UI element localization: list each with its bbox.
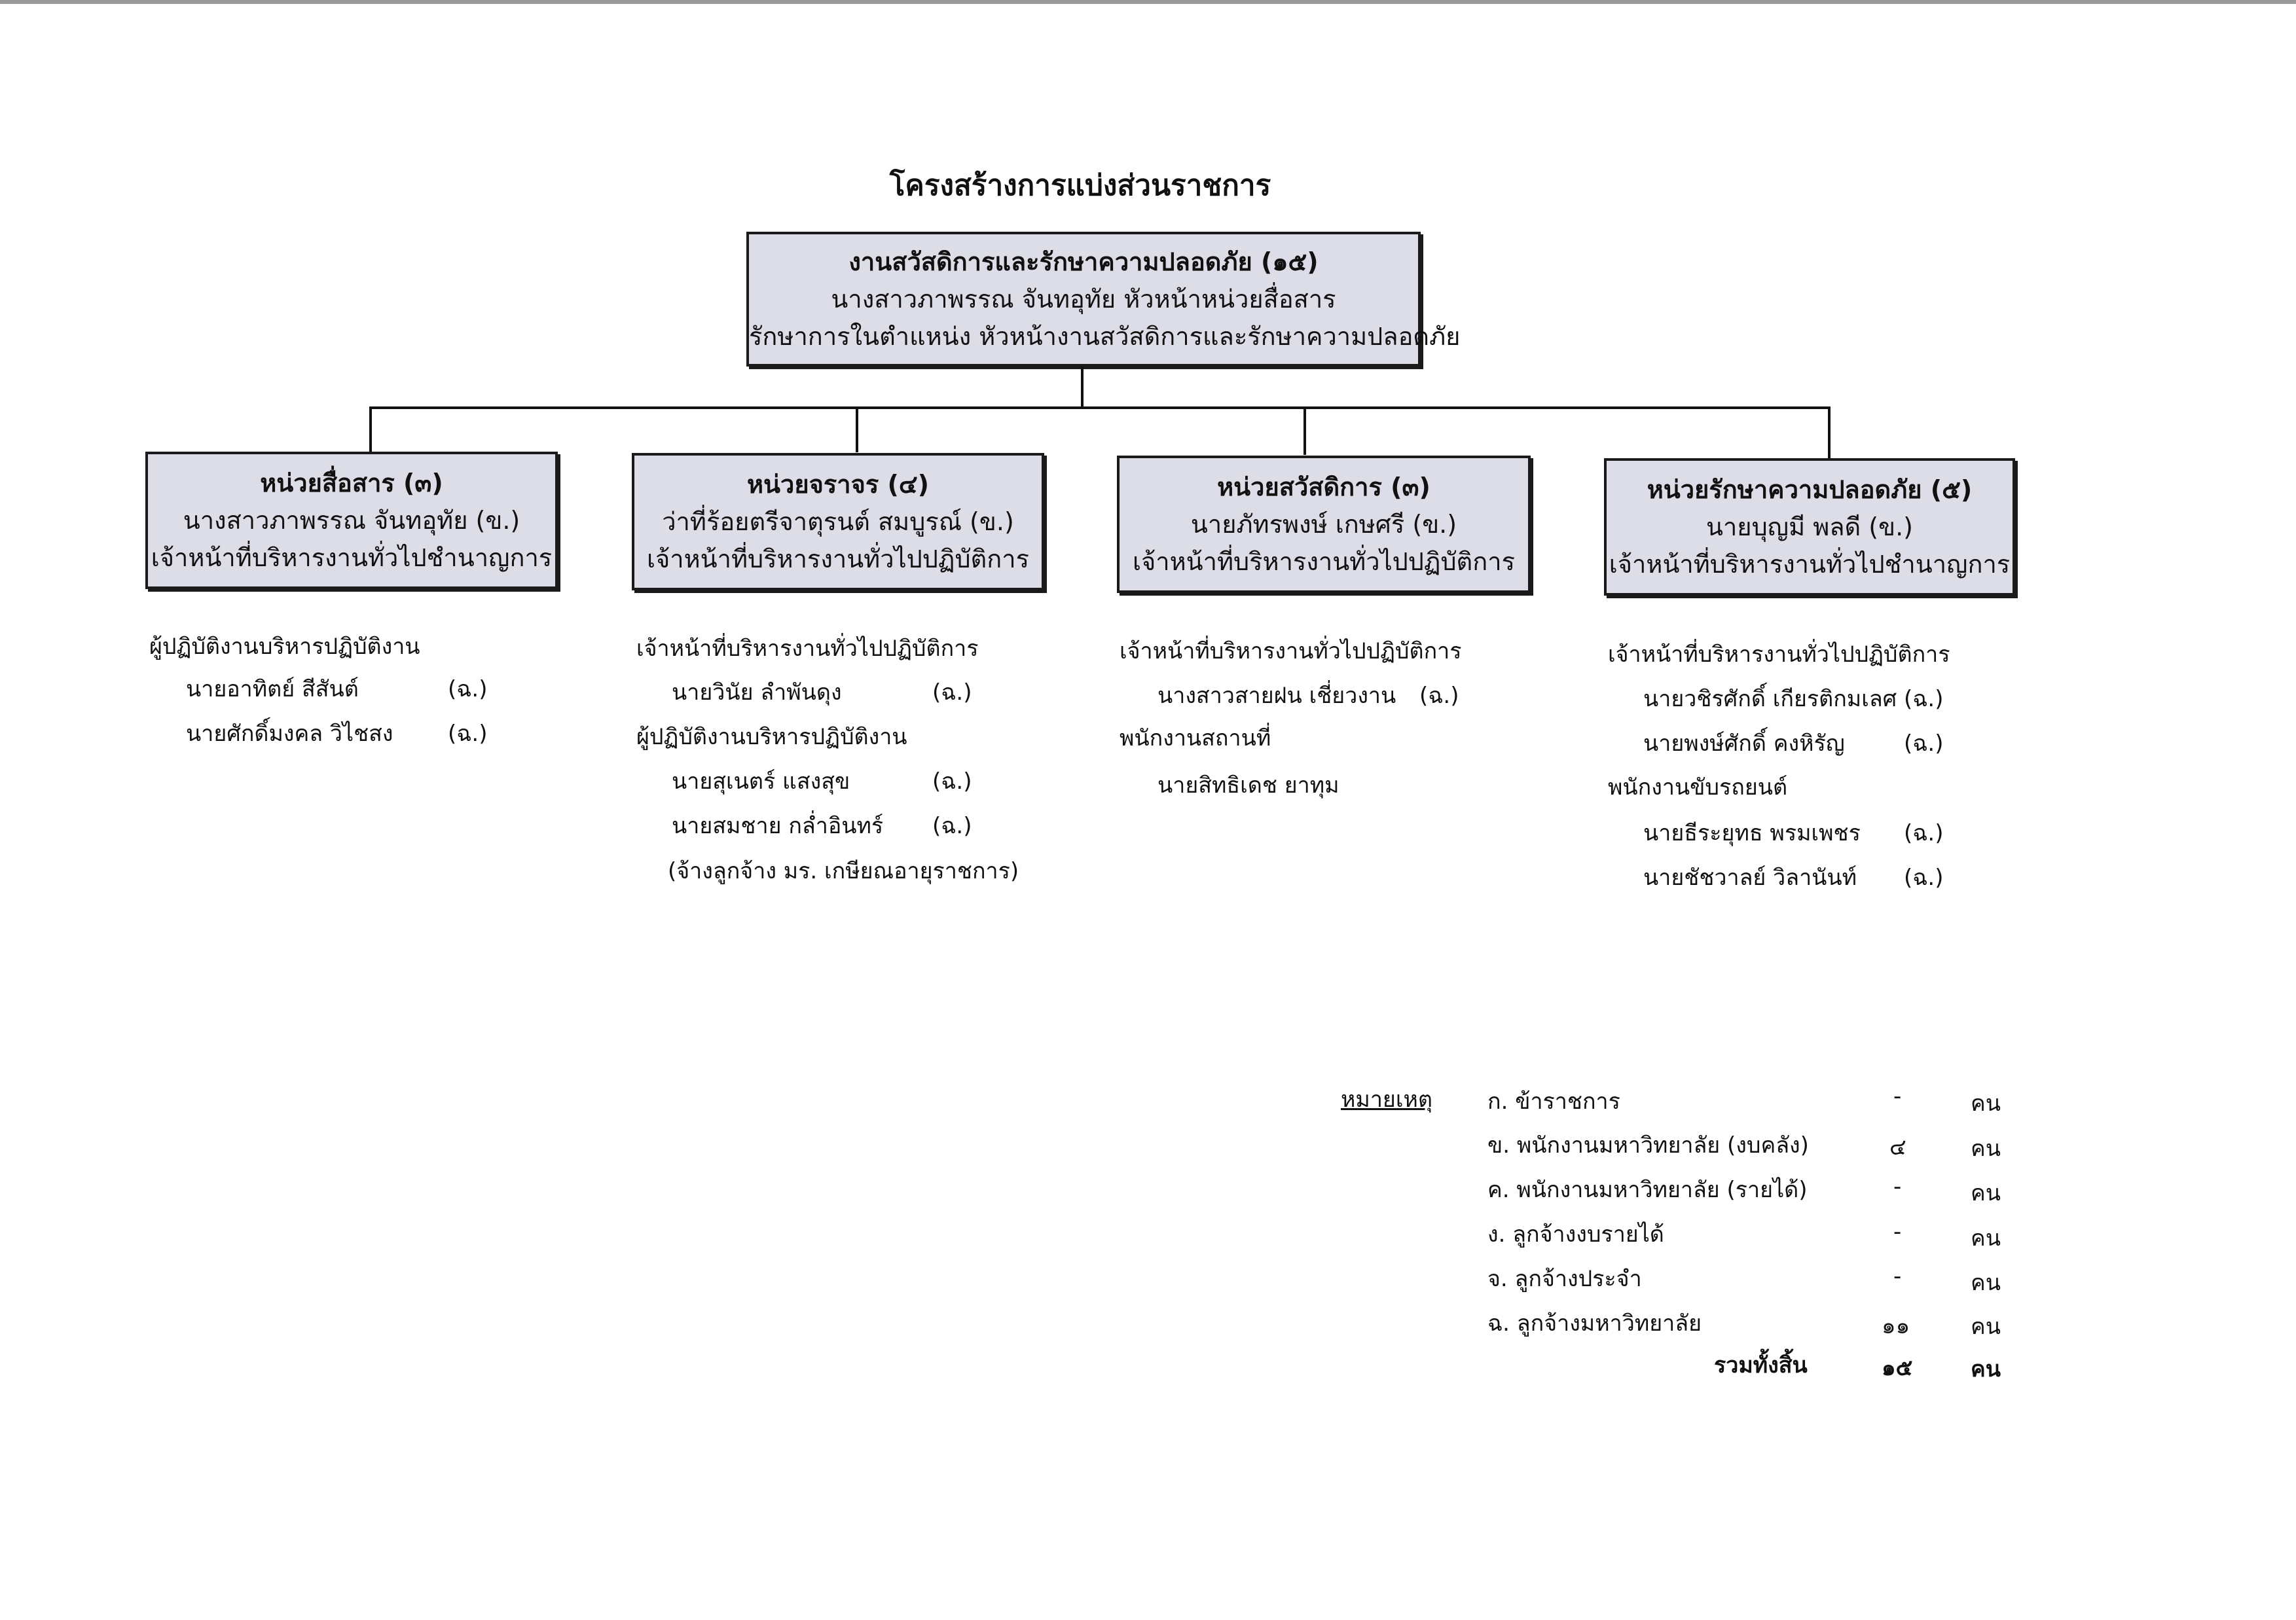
staff-name: นายอาทิตย์ สีสันต์ <box>186 676 359 702</box>
scan-edge <box>0 0 2296 4</box>
staff-group-heading: เจ้าหน้าที่บริหารงานทั่วไปปฏิบัติการ <box>1120 638 1462 664</box>
connector-drop-4 <box>1828 406 1831 459</box>
remark-label: ง. ลูกจ้างงบรายได้ <box>1487 1221 1664 1248</box>
top-unit-head: นางสาวภาพรรณ จันทอุทัย หัวหน้าหน่วยสื่อส… <box>831 284 1336 314</box>
staff-name: นายสิทธิเดช ยาทุม <box>1157 772 1339 799</box>
remark-unit: คน <box>1971 1314 2001 1340</box>
remark-count: - <box>1893 1174 1902 1200</box>
top-unit-box: งานสวัสดิการและรักษาความปลอดภัย (๑๕) นาง… <box>746 232 1461 367</box>
unit-role: เจ้าหน้าที่บริหารงานทั่วไปปฏิบัติการ <box>646 544 1029 573</box>
staff-code: (ฉ.) <box>932 768 972 795</box>
staff-code: (ฉ.) <box>932 679 972 706</box>
unit-head: นายบุญมี พลดี (ข.) <box>1705 512 1913 541</box>
remarks-total-unit: คน <box>1971 1356 2001 1382</box>
staff-code: (ฉ.) <box>448 721 488 747</box>
unit-head: นางสาวภาพรรณ จันทอุทัย (ข.) <box>183 505 520 535</box>
connector-drop-3 <box>1303 406 1306 455</box>
staff-code: (ฉ.) <box>1904 686 1944 712</box>
unit-name: หน่วยรักษาความปลอดภัย (๕) <box>1647 475 1973 504</box>
unit-head: ว่าที่ร้อยตรีจาตุรนต์ สมบูรณ์ (ข.) <box>662 507 1014 536</box>
unit-role: เจ้าหน้าที่บริหารงานทั่วไปชำนาญการ <box>1609 549 2011 579</box>
unit-head: นายภัทรพงษ์ เกษศรี (ข.) <box>1190 509 1457 539</box>
remark-label: จ. ลูกจ้างประจำ <box>1487 1266 1642 1292</box>
remark-count: ๑๑ <box>1882 1313 1910 1339</box>
remark-unit: คน <box>1971 1090 2001 1117</box>
unit-role: เจ้าหน้าที่บริหารงานทั่วไปชำนาญการ <box>151 543 553 572</box>
staff-group-heading: ผู้ปฏิบัติงานบริหารปฏิบัติงาน <box>636 724 907 750</box>
unit-name: หน่วยจราจร (๔) <box>746 469 930 499</box>
remark-count: - <box>1893 1263 1902 1289</box>
remark-count: - <box>1893 1219 1902 1245</box>
staff-group-heading: พนักงานขับรถยนต์ <box>1608 774 1788 801</box>
staff-group-heading: เจ้าหน้าที่บริหารงานทั่วไปปฏิบัติการ <box>1608 641 1950 668</box>
staff-name: นายชัชวาลย์ วิลานันท์ <box>1643 865 1857 891</box>
unit-box-communication: หน่วยสื่อสาร (๓) นางสาวภาพรรณ จันทอุทัย … <box>145 452 558 589</box>
unit-name: หน่วยสวัสดิการ (๓) <box>1217 472 1430 501</box>
remark-label: ฉ. ลูกจ้างมหาวิทยาลัย <box>1487 1310 1702 1337</box>
staff-code: (ฉ.) <box>1904 865 1944 891</box>
unit-box-welfare: หน่วยสวัสดิการ (๓) นายภัทรพงษ์ เกษศรี (ข… <box>1117 456 1531 593</box>
staff-name: นางสาวสายฝน เชี่ยวงาน <box>1157 683 1396 709</box>
remarks-label: หมายเหตุ <box>1341 1087 1432 1113</box>
remark-label: ก. ข้าราชการ <box>1487 1089 1620 1115</box>
staff-name: นายวินัย ลำพันดุง <box>672 679 842 706</box>
staff-footnote: (จ้างลูกจ้าง มร. เกษียณอายุราชการ) <box>668 858 1019 884</box>
top-unit-name: งานสวัสดิการและรักษาความปลอดภัย (๑๕) <box>848 247 1319 276</box>
unit-box-security: หน่วยรักษาความปลอดภัย (๕) นายบุญมี พลดี … <box>1604 458 2015 596</box>
staff-code: (ฉ.) <box>932 813 972 839</box>
remark-count: - <box>1893 1083 1902 1109</box>
remark-unit: คน <box>1971 1270 2001 1296</box>
unit-role: เจ้าหน้าที่บริหารงานทั่วไปปฏิบัติการ <box>1132 547 1515 576</box>
unit-name: หน่วยสื่อสาร (๓) <box>260 468 443 497</box>
staff-name: นายวชิรศักดิ์ เกียรติกมเลศ <box>1643 686 1897 712</box>
connector-drop-2 <box>856 406 858 452</box>
staff-name: นายพงษ์ศักดิ์ คงหิรัญ <box>1643 730 1845 757</box>
remark-count: ๔ <box>1889 1134 1906 1161</box>
remarks-total-count: ๑๕ <box>1882 1355 1913 1381</box>
staff-group-heading: เจ้าหน้าที่บริหารงานทั่วไปปฏิบัติการ <box>636 636 979 662</box>
staff-name: นายธีระยุทธ พรมเพชร <box>1643 820 1861 846</box>
staff-code: (ฉ.) <box>1904 820 1944 846</box>
remark-unit: คน <box>1971 1136 2001 1162</box>
staff-name: นายสุเนตร์ แสงสุข <box>672 768 850 795</box>
connector-trunk <box>1081 367 1084 408</box>
remarks-total-label: รวมทั้งสิ้น <box>1714 1352 1808 1378</box>
chart-title: โครงสร้างการแบ่งส่วนราชการ <box>889 169 1271 202</box>
staff-group-heading: ผู้ปฏิบัติงานบริหารปฏิบัติงาน <box>149 634 420 660</box>
connector-drop-1 <box>369 406 372 452</box>
top-unit-role: รักษาการในตำแหน่ง หัวหน้างานสวัสดิการและ… <box>749 321 1461 351</box>
remark-unit: คน <box>1971 1180 2001 1206</box>
staff-name: นายศักดิ์มงคล วิไชสง <box>186 721 393 747</box>
remark-label: ข. พนักงานมหาวิทยาลัย (งบคลัง) <box>1487 1132 1809 1159</box>
staff-code: (ฉ.) <box>1904 730 1944 757</box>
remark-label: ค. พนักงานมหาวิทยาลัย (รายได้) <box>1487 1177 1808 1203</box>
connector-bar <box>369 406 1831 409</box>
staff-code: (ฉ.) <box>448 676 488 702</box>
staff-name: นายสมชาย กล่ำอินทร์ <box>672 813 884 839</box>
remark-unit: คน <box>1971 1225 2001 1251</box>
unit-box-traffic: หน่วยจราจร (๔) ว่าที่ร้อยตรีจาตุรนต์ สมบ… <box>632 453 1044 590</box>
staff-code: (ฉ.) <box>1419 683 1459 709</box>
staff-group-heading: พนักงานสถานที่ <box>1120 725 1271 751</box>
